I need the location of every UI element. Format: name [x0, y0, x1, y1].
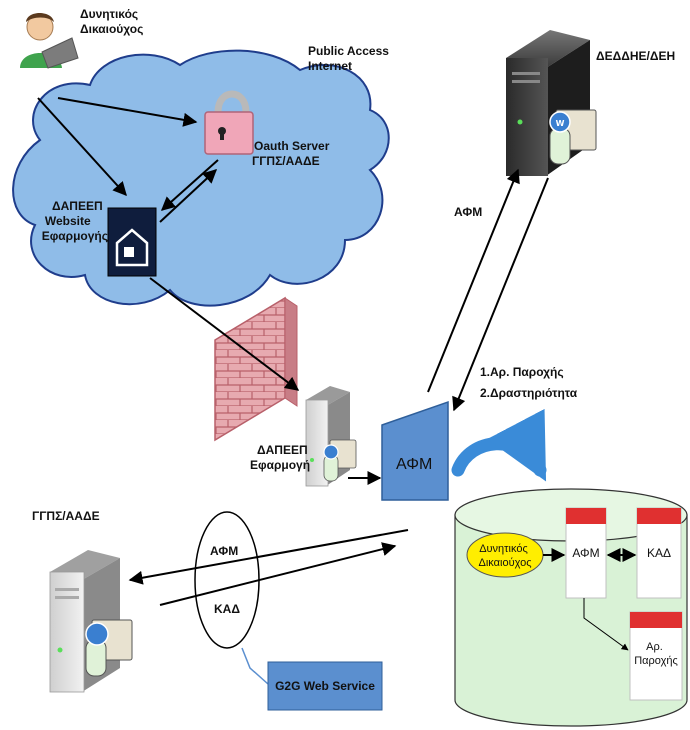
afm-box: [381, 400, 449, 501]
g2g-afm-label: ΑΦΜ: [210, 544, 238, 558]
svg-text:W: W: [556, 119, 565, 128]
db-afm-label: ΑΦΜ: [572, 546, 599, 560]
deddhe-server-icon: W: [506, 30, 597, 176]
app-server-label: ΔΑΠΕΕΠ Εφαρμογή: [250, 443, 311, 472]
g2g-service-box: [267, 661, 383, 711]
db-supply-table: [629, 611, 683, 701]
ggps-label: ΓΓΠΣ/ΑΑΔΕ: [32, 509, 100, 523]
afm-to-deddhe-arrow: [427, 168, 520, 393]
g2g-ellipse: [194, 511, 260, 649]
website-to-oauth-arrow: [159, 169, 218, 223]
g2g-kad-arrow: [159, 542, 397, 606]
response-label: 1.Αρ. Παροχής 2.Δραστηριότητα: [480, 365, 578, 400]
user-to-website-arrow: [37, 97, 127, 197]
g2g-connector-line: [241, 647, 269, 685]
g2g-afm-arrow: [128, 529, 409, 585]
user-to-oauth-arrow: [57, 97, 198, 127]
g2g-service-label: G2G Web Service: [275, 679, 375, 693]
padlock-icon: [204, 90, 254, 155]
ggps-server-icon: [49, 550, 133, 693]
beneficiary-label: Δυνητικός Δικαιούχος: [80, 7, 143, 36]
db-entity-ellipse: [466, 532, 544, 578]
g2g-kad-label: ΚΑΔ: [214, 602, 240, 616]
user-with-laptop-icon: [20, 13, 79, 69]
curved-flow-arrow: [451, 408, 547, 482]
oauth-server-label: Oauth Server ΓΓΠΣ/ΑΑΔΕ: [252, 139, 333, 168]
website-icon: [107, 207, 157, 277]
brick-firewall-icon: [214, 296, 298, 442]
afm-box-label: ΑΦΜ: [396, 456, 432, 473]
internet-cloud: [12, 49, 390, 307]
website-to-app-server-arrow: [149, 277, 300, 391]
db-kad-label: ΚΑΔ: [647, 546, 671, 560]
app-server-icon: [305, 386, 357, 487]
afm-request-label: ΑΦΜ: [454, 205, 482, 219]
deddhe-to-afm-arrow: [452, 177, 549, 412]
public-access-label: Public Access Internet: [308, 44, 392, 73]
db-kad-table: [636, 507, 682, 599]
deddhe-label: ΔΕΔΔΗΕ/ΔΕΗ: [596, 49, 675, 63]
website-label: ΔΑΠΕΕΠ Website Εφαρμογής: [42, 199, 108, 243]
afm-to-supply-relation: [583, 598, 629, 651]
db-supply-label: Αρ. Παροχής: [634, 641, 678, 667]
db-afm-table: [565, 507, 607, 599]
db-entity-label: Δυνητικός Δικαιούχος: [479, 543, 532, 569]
oauth-to-website-arrow: [160, 159, 219, 211]
